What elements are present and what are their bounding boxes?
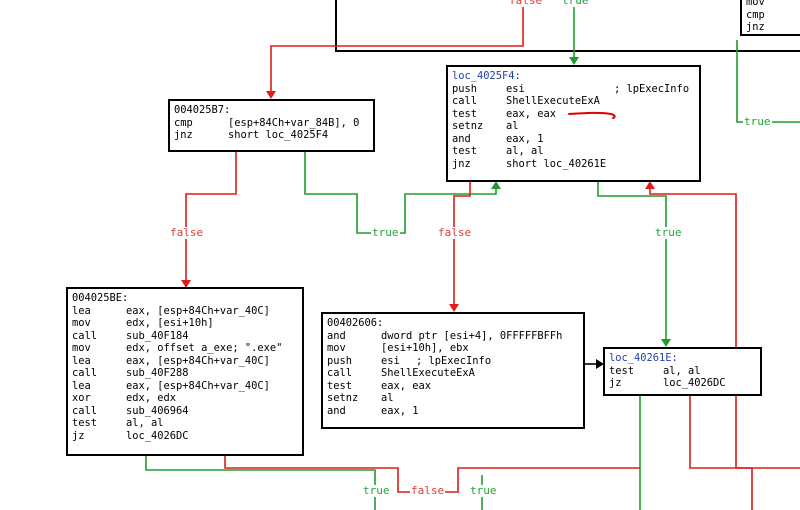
edge-false-loop-to-4025f4 xyxy=(649,189,800,469)
block-header: loc_40261E: xyxy=(609,352,678,364)
block-header: 004025BE: xyxy=(72,292,129,304)
edge-true-right xyxy=(736,40,800,123)
asm-line: jnz xyxy=(746,21,765,33)
asm-line: cmp[esp+84Ch+var_84B], 0 xyxy=(174,116,360,129)
edge-label-true: true xyxy=(561,0,590,7)
block-header: 00402606: xyxy=(327,317,384,329)
edge-label-true: true xyxy=(469,484,498,497)
edge-true-to-40261e xyxy=(597,182,667,339)
block-header: 004025B7: xyxy=(174,104,231,116)
asm-line: mov xyxy=(746,0,765,8)
edge-label-true: true xyxy=(654,226,683,239)
edge-true-bottom-left xyxy=(145,456,376,510)
edge-label-true: true xyxy=(743,115,772,128)
edge-false-to-4025b7 xyxy=(270,0,524,91)
asm-line: mov[esi+10h], ebx xyxy=(327,342,469,354)
asm-line: cmp xyxy=(746,8,765,21)
code-block-topright[interactable]: mov cmp jnz xyxy=(740,0,800,36)
edge-label-false: false xyxy=(169,226,205,239)
edge-label-true: true xyxy=(371,226,400,239)
edge-label-false: false xyxy=(437,226,473,239)
edge-label-false: false xyxy=(508,0,544,7)
edge-false-to-402606 xyxy=(453,182,471,304)
edge-false-bottom xyxy=(224,456,640,493)
edge-label-true: true xyxy=(362,484,391,497)
block-header: loc_4025F4: xyxy=(452,70,521,82)
edge-label-false: false xyxy=(410,484,446,497)
edge-false-to-4025be xyxy=(185,152,237,280)
